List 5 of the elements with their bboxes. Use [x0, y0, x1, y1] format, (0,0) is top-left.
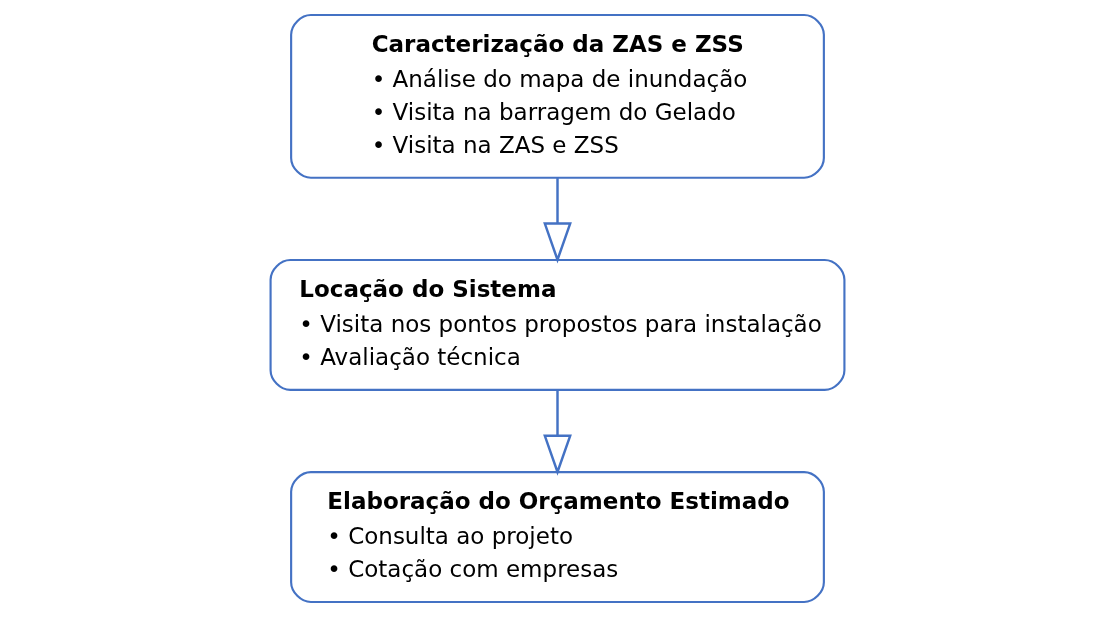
- node-box: Elaboração do Orçamento Estimado • Consulta ao projeto • Cotação com empresas: [290, 471, 825, 604]
- node-box: Locação do Sistema • Visita nos pontos propostos para instalação • Avaliação técnica: [269, 258, 846, 391]
- arrow: [543, 178, 572, 264]
- node-box: Caracterização da ZAS e ZSS • Análise do mapa de inundação • Visita na barragem do Gelado • Visita na ZAS e ZSS: [290, 13, 825, 179]
- arrow: [543, 390, 572, 476]
